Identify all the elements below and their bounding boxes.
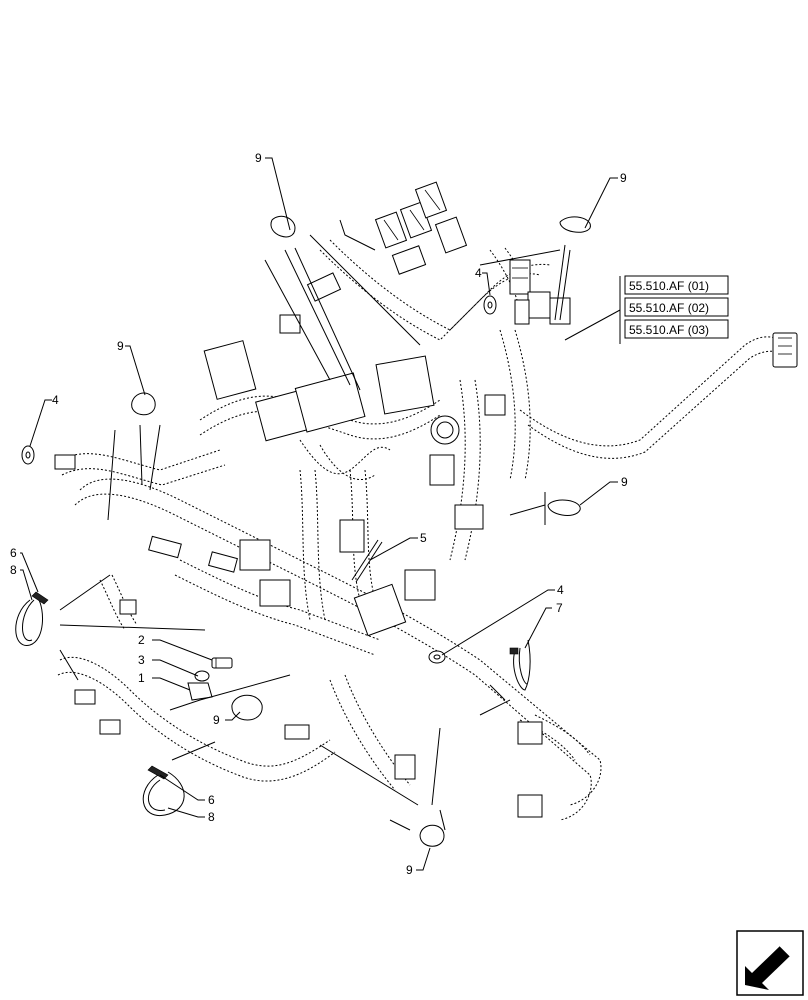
callout-9: 9	[255, 151, 262, 165]
callout-9: 9	[117, 339, 124, 353]
clip-ring-parts	[131, 215, 591, 847]
sleeve-and-strap-parts	[351, 539, 531, 691]
washer-parts	[21, 295, 497, 664]
arrow-back-icon[interactable]	[736, 930, 804, 996]
connector-cluster-center	[54, 314, 543, 818]
far-right-connector	[772, 332, 798, 368]
callout-9: 9	[621, 475, 628, 489]
callout-5: 5	[420, 531, 427, 545]
callout-4: 4	[475, 266, 482, 280]
callout-labels: 9 9 9 4 4 9 5 6 8 4 7 2 3 1 9 6 8 9	[10, 151, 628, 877]
section-lines	[59, 219, 571, 831]
callout-4: 4	[557, 583, 564, 597]
callout-8: 8	[208, 810, 215, 824]
callout-7: 7	[556, 601, 563, 615]
callout-8: 8	[10, 563, 17, 577]
callout-9: 9	[406, 863, 413, 877]
fastener-parts	[187, 657, 233, 701]
callout-6: 6	[208, 793, 215, 807]
reference-label: 55.510.AF (02)	[629, 301, 709, 315]
callout-9: 9	[213, 713, 220, 727]
reference-label: 55.510.AF (01)	[629, 279, 709, 293]
callout-4: 4	[52, 393, 59, 407]
callout-6: 6	[10, 546, 17, 560]
reference-boxes: 55.510.AF (01) 55.510.AF (02) 55.510.AF …	[619, 275, 729, 344]
reference-label: 55.510.AF (03)	[629, 323, 709, 337]
connector-cluster-top	[306, 181, 468, 302]
leader-lines	[20, 157, 621, 871]
callout-9: 9	[620, 171, 627, 185]
callout-2: 2	[138, 633, 145, 647]
callout-1: 1	[138, 671, 145, 685]
callout-3: 3	[138, 653, 145, 667]
cable-tie-parts	[15, 591, 185, 816]
